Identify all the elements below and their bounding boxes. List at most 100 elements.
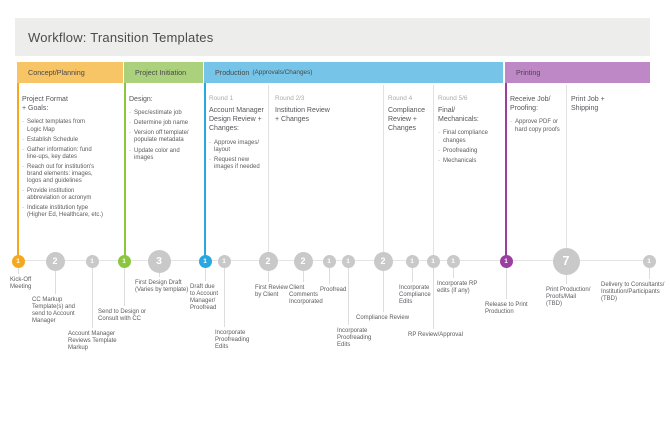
milestone-label: Account Manager Reviews Template Markup	[68, 331, 117, 352]
milestone-connector	[55, 261, 56, 294]
column-heading: Compliance Review + Changes	[388, 107, 425, 133]
milestone-label: RP Review/Approval	[408, 332, 463, 338]
milestone-circle: 2	[258, 251, 278, 271]
bullet-list: Approve PDF or hard copy proofs	[510, 119, 566, 133]
section-band-project-initiation: Project Initiation	[124, 62, 203, 83]
column-heading: Design:	[129, 96, 153, 103]
milestone-label: Kick-Off Meeting	[10, 277, 32, 291]
milestone-label: Incorporate Proofreading Edits	[337, 328, 372, 349]
milestone-label: Print Production/ Proofs/Mail (TBD)	[546, 287, 591, 308]
milestone-connector	[268, 261, 269, 282]
milestone-circle: 1	[642, 254, 656, 268]
bullet-item: Mechanicals	[438, 158, 496, 165]
milestone-label: CC Markup Template(s) and send to Accoun…	[32, 297, 76, 325]
round-label: Round 1	[209, 95, 234, 102]
section-label: Production	[215, 68, 250, 77]
milestone-connector	[329, 261, 330, 284]
milestone-circle: 1	[499, 254, 513, 268]
section-label: Project Initiation	[135, 68, 187, 77]
column-heading: Receive Job/ Proofing:	[510, 96, 551, 113]
milestone-circle: 2	[373, 251, 393, 271]
round-label: Round 4	[388, 95, 413, 102]
milestone-connector	[224, 261, 225, 327]
milestone-label: Send to Design or Consult with CC	[98, 309, 147, 323]
bullet-item: Approve images/ layout	[209, 140, 267, 154]
milestone-connector	[412, 261, 413, 282]
column-design: Design: Spec/estimate jobDetermine job na…	[129, 95, 199, 165]
milestone-circle: 1	[217, 254, 231, 268]
bullet-item: Proofreading	[438, 148, 496, 155]
milestone-connector	[383, 261, 384, 312]
milestone-label: Proofread	[320, 287, 347, 293]
milestone-connector	[124, 261, 125, 306]
milestone-connector	[92, 261, 93, 328]
section-band-printing: Printing	[505, 62, 650, 83]
milestone-circle: 1	[11, 254, 25, 268]
milestone-circle: 1	[405, 254, 419, 268]
bullet-item: Indicate institution type (Higher Ed, He…	[22, 205, 118, 219]
bullet-list: Final compliance changesProofreadingMech…	[438, 130, 496, 164]
bullet-item: Establish Schedule	[22, 137, 118, 144]
milestone-label: First Review by Client	[255, 285, 289, 299]
milestone-label: Release to Print Production	[485, 302, 528, 316]
bullet-item: Approve PDF or hard copy proofs	[510, 119, 566, 133]
bullet-item: Gather information: fund line-ups, key d…	[22, 147, 118, 161]
section-label: Concept/Planning	[28, 68, 85, 77]
milestone-circle: 1	[198, 254, 212, 268]
milestone-circle: 2	[45, 251, 65, 271]
bullet-list: Spec/estimate jobDetermine job nameVersi…	[129, 110, 199, 161]
milestone-label: Client Comments Incorporated	[289, 285, 323, 306]
section-accent-line-project-initiation	[124, 83, 126, 261]
section-sublabel: (Approvals/Changes)	[252, 69, 313, 76]
column-project-format-goals: Project Format + Goals:Select templates …	[22, 95, 118, 222]
column-divider	[383, 85, 384, 261]
column-divider	[268, 85, 269, 261]
column-heading: Institution Review + Changes	[275, 107, 330, 124]
bullet-item: Version off template/ populate metadata	[129, 130, 199, 144]
page-title: Workflow: Transition Templates	[28, 29, 214, 45]
milestone-connector	[18, 261, 19, 274]
milestone-circle: 1	[85, 254, 99, 268]
milestone-connector	[205, 261, 206, 281]
section-band-concept-planning: Concept/Planning	[17, 62, 123, 83]
round-label: Round 2/3	[275, 95, 305, 102]
bullet-item: Request new images if needed	[209, 157, 267, 171]
milestone-circle: 1	[446, 254, 460, 268]
bullet-item: Reach out for institution's brand elemen…	[22, 164, 118, 185]
section-band-production: Production(Approvals/Changes)	[204, 62, 503, 83]
column-account-manager-design-review-changes: Round 1 Account Manager Design Review + C…	[209, 95, 267, 174]
milestone-circle: 7	[552, 247, 580, 275]
milestone-connector	[453, 261, 454, 278]
milestone-circle: 1	[117, 254, 131, 268]
milestone-label: First Design Draft (Varies by template)	[135, 280, 189, 294]
milestone-circle: 1	[341, 254, 355, 268]
bullet-item: Spec/estimate job	[129, 110, 199, 117]
bullet-list: Approve images/ layoutRequest new images…	[209, 140, 267, 171]
column-heading: Print Job + Shipping	[571, 96, 605, 113]
column-print-job-shipping: Print Job + Shipping	[571, 95, 641, 113]
bullet-item: Provide institution abbreviation or acro…	[22, 188, 118, 202]
bullet-list: Select templates from Logic MapEstablish…	[22, 119, 118, 219]
milestone-label: Incorporate Compliance Edits	[399, 285, 431, 306]
milestone-connector	[433, 261, 434, 329]
bullet-item: Final compliance changes	[438, 130, 496, 144]
section-accent-line-printing	[505, 83, 507, 261]
section-accent-line-production	[204, 83, 206, 261]
section-accent-line-concept-planning	[17, 83, 19, 261]
milestone-connector	[303, 261, 304, 282]
bullet-item: Select templates from Logic Map	[22, 119, 118, 133]
milestone-circle: 3	[147, 249, 171, 273]
milestone-circle: 2	[293, 251, 313, 271]
column-divider	[433, 85, 434, 261]
milestone-circle: 1	[322, 254, 336, 268]
bullet-item: Update color and images	[129, 148, 199, 162]
milestone-circle: 1	[426, 254, 440, 268]
section-label: Printing	[516, 68, 541, 77]
column-heading: Account Manager Design Review + Changes:	[209, 107, 264, 133]
milestone-label: Incorporate RP edits (if any)	[437, 281, 478, 295]
milestone-label: Compliance Review	[356, 315, 410, 321]
